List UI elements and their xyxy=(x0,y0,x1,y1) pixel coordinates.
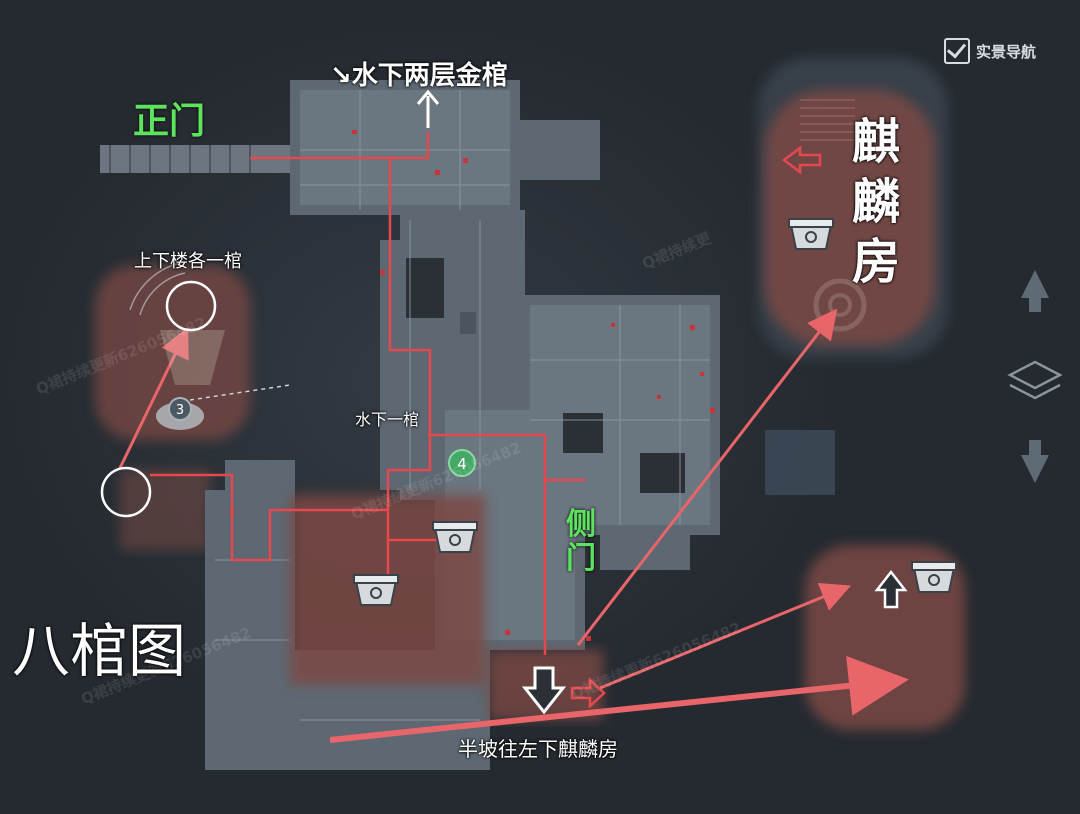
half-slope-label: 半坡往左下麒麟房 xyxy=(458,737,618,761)
page-title: 八棺图 xyxy=(12,617,187,685)
checkbox-icon[interactable] xyxy=(943,38,970,64)
stairs-icon xyxy=(129,261,186,316)
svg-text:4: 4 xyxy=(457,455,467,473)
up-arrow-icon xyxy=(874,569,908,609)
underwater-two-label: ↘水下两层金棺 xyxy=(330,61,508,91)
floor-layers-icon[interactable] xyxy=(1007,360,1063,400)
route-lines xyxy=(150,132,585,655)
coffin-icon[interactable] xyxy=(432,521,478,553)
white-arrows xyxy=(416,89,440,128)
svg-text:3: 3 xyxy=(176,403,184,418)
floor-marker-4[interactable]: 4 xyxy=(448,449,476,477)
main-gate-label: 正门 xyxy=(133,101,206,142)
floor-up-icon[interactable] xyxy=(1021,270,1049,312)
stair-circle-top[interactable] xyxy=(165,280,217,332)
side-gate-label: 侧门 xyxy=(566,507,596,576)
underwater-one-label: 水下一棺 xyxy=(355,410,420,429)
up-down-label: 上下楼各一棺 xyxy=(134,251,242,272)
floor-down-icon[interactable] xyxy=(1021,440,1049,483)
coffin-icon[interactable] xyxy=(353,574,399,606)
floor-marker-3[interactable]: 3 xyxy=(156,397,204,430)
stair-circle-bottom[interactable] xyxy=(100,466,152,518)
live-nav-toggle[interactable]: 实景导航 xyxy=(943,38,1036,64)
qilin-room-label: 麒麟房 xyxy=(852,114,901,290)
right-arrow-icon xyxy=(570,677,606,709)
coffin-icon[interactable] xyxy=(788,218,834,250)
coffin-icon[interactable] xyxy=(911,561,957,593)
down-arrow-icon xyxy=(521,666,567,715)
left-arrow-icon xyxy=(781,145,822,175)
direction-arrows xyxy=(118,308,909,743)
live-nav-label: 实景导航 xyxy=(975,42,1036,61)
